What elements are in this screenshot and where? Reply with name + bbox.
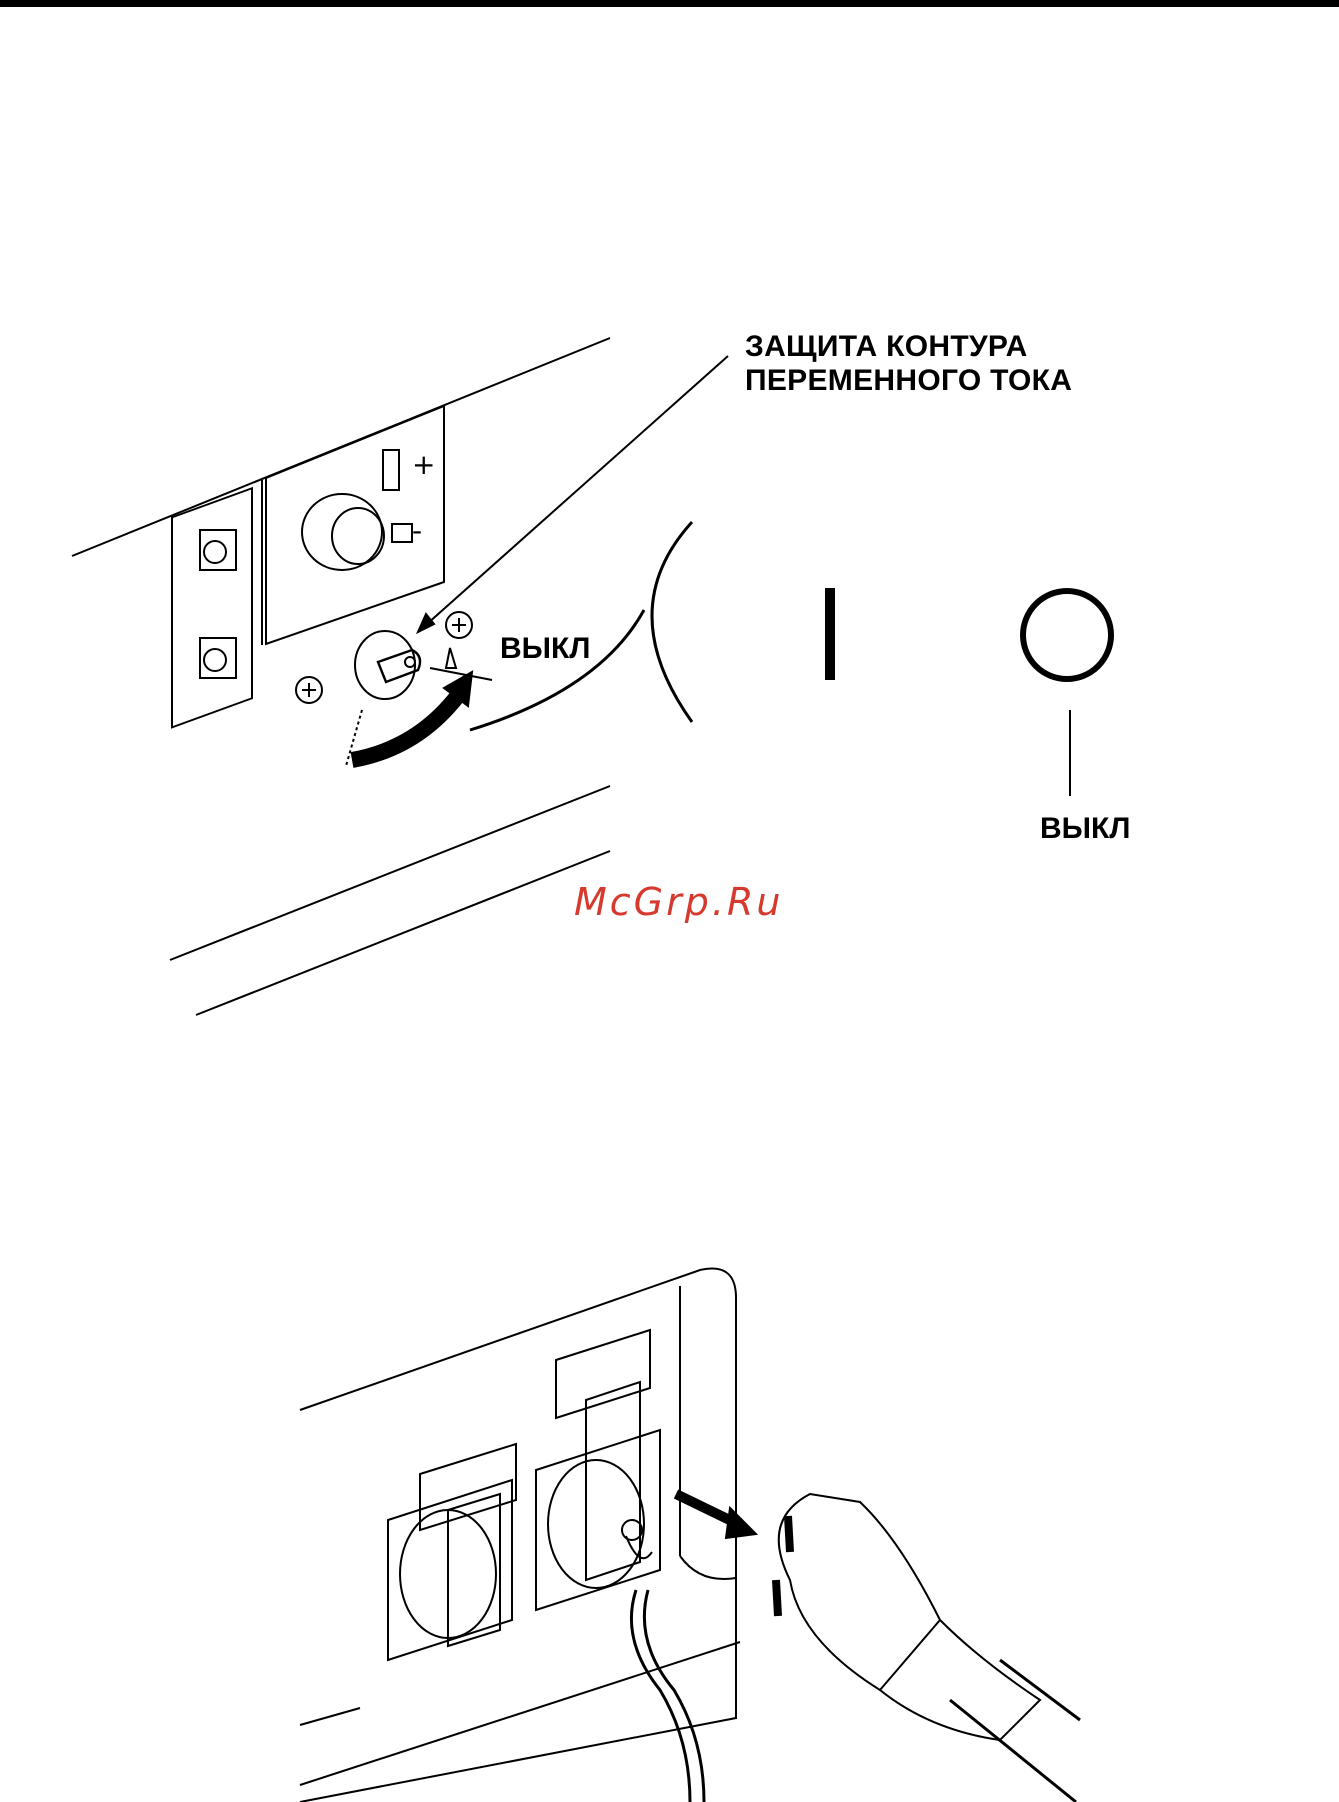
off-label-symbol: ВЫКЛ xyxy=(1040,812,1130,846)
rotation-arrow xyxy=(352,690,462,760)
generator-panel xyxy=(300,1268,736,1802)
socket-1-cover xyxy=(448,1494,500,1646)
panel-knob-inner xyxy=(332,508,384,564)
left-socket-frame xyxy=(172,488,252,727)
panel-slot xyxy=(383,450,399,490)
socket-1-frame xyxy=(388,1480,512,1660)
panel-bottom-edge-1 xyxy=(170,786,610,960)
left-socket-lower xyxy=(200,638,236,678)
panel-bottom-edge-2 xyxy=(196,851,610,1015)
off-label-switch: ВЫКЛ xyxy=(500,632,590,666)
zoom-circle-edge xyxy=(652,522,692,722)
ac-protection-callout: ЗАЩИТА КОНТУРА ПЕРЕМЕННОГО ТОКА xyxy=(745,330,1072,398)
ground-terminal xyxy=(622,1520,642,1540)
socket-2-cover xyxy=(586,1382,640,1580)
ground-cable xyxy=(631,1590,690,1802)
callout-line-2: ПЕРЕМЕННОГО ТОКА xyxy=(745,364,1072,398)
socket-1-face xyxy=(400,1510,496,1638)
watermark: McGrp.Ru xyxy=(574,880,783,924)
callout-line-1: ЗАЩИТА КОНТУРА xyxy=(745,330,1072,364)
svg-text:-: - xyxy=(412,514,422,547)
socket-2-frame xyxy=(536,1430,660,1610)
socket-2-face xyxy=(548,1460,644,1588)
off-symbol-icon xyxy=(1023,591,1111,679)
svg-text:+: + xyxy=(412,448,435,481)
plug-cord xyxy=(950,1700,1076,1802)
left-socket-upper xyxy=(200,530,236,570)
plug-body xyxy=(779,1494,940,1690)
breaker-illustration: + - xyxy=(0,0,1339,1100)
plug-pin-2 xyxy=(776,1580,778,1616)
plug-pin-1 xyxy=(788,1516,790,1552)
unplug-arrow xyxy=(676,1494,742,1526)
